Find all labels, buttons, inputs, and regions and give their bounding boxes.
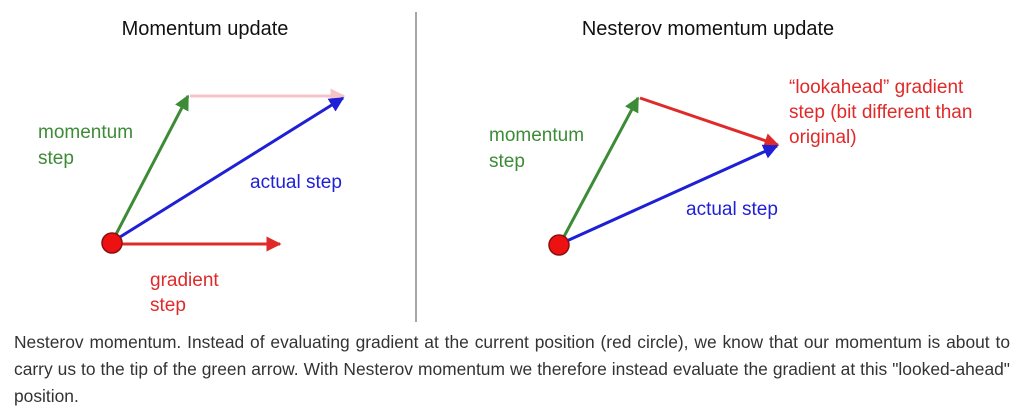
right-momentum-step-label: momentum step	[489, 125, 589, 172]
right-panel-title: Nesterov momentum update	[582, 18, 834, 40]
right-actual-step-arrow	[559, 144, 779, 246]
momentum-diagram: Momentum update momentum step actual ste…	[38, 12, 978, 322]
nesterov-update-panel: Nesterov momentum update momentum step a…	[489, 18, 978, 256]
left-momentum-arrow	[110, 94, 190, 243]
left-actual-step-label: actual step	[250, 172, 342, 193]
right-lookahead-gradient-arrow	[639, 96, 780, 148]
left-panel-title: Momentum update	[122, 18, 289, 40]
left-gradient-step-label: gradient step	[150, 270, 224, 316]
left-actual-step-arrow	[111, 96, 345, 244]
left-current-position-point	[101, 232, 123, 254]
right-momentum-arrow	[558, 96, 640, 245]
right-actual-step-label: actual step	[686, 199, 778, 220]
right-current-position-point	[548, 234, 570, 256]
momentum-update-panel: Momentum update momentum step actual ste…	[38, 18, 346, 316]
right-lookahead-gradient-label: “lookahead” gradient step (bit different…	[789, 77, 978, 148]
figure-caption: Nesterov momentum. Instead of evaluating…	[14, 332, 1010, 406]
left-momentum-step-label: momentum step	[38, 122, 138, 169]
